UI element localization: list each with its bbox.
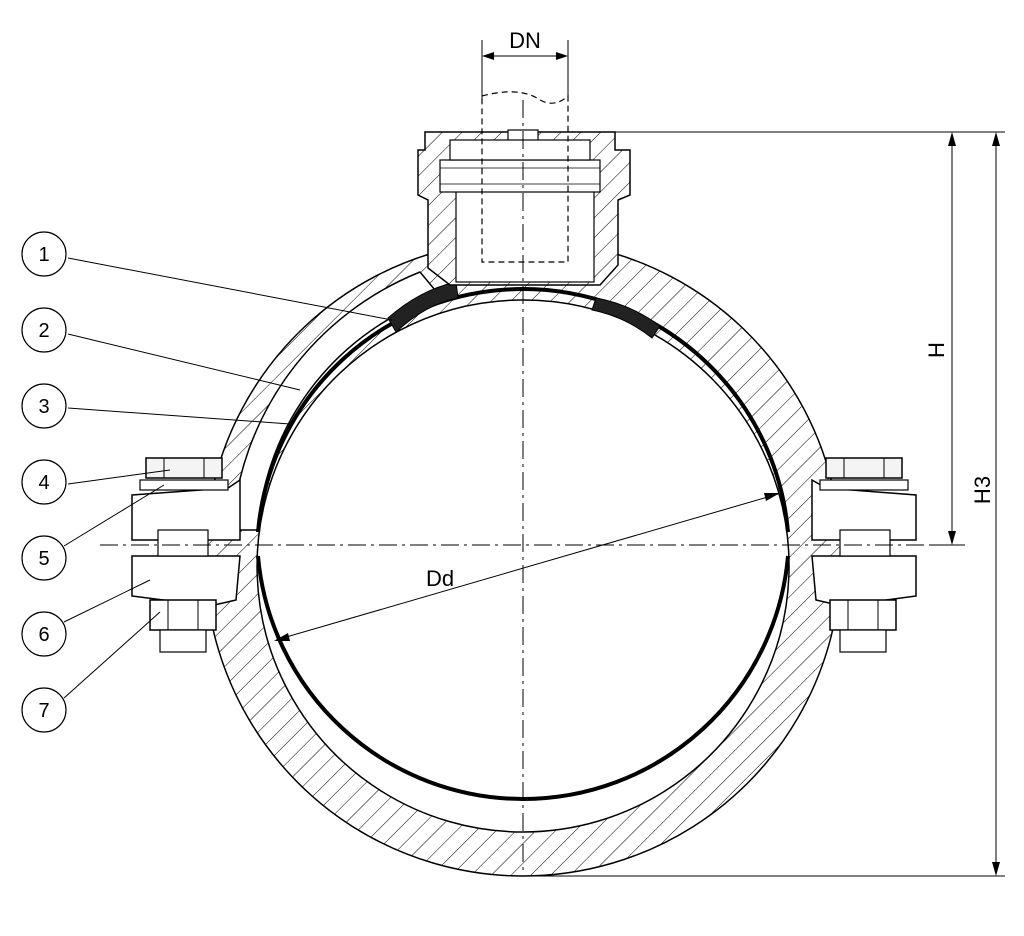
left-nut bbox=[149, 599, 217, 631]
seal-right bbox=[591, 297, 661, 339]
svg-text:7: 7 bbox=[38, 700, 49, 722]
svg-text:6: 6 bbox=[38, 624, 49, 646]
callout-6: 6 bbox=[21, 611, 67, 657]
left-washer bbox=[139, 479, 229, 491]
right-bolt-end bbox=[839, 629, 887, 653]
svg-text:5: 5 bbox=[38, 548, 49, 570]
left-bolt-end bbox=[159, 629, 207, 653]
left-bolt-head bbox=[145, 457, 223, 479]
h-label: H bbox=[924, 342, 949, 358]
left-bolt-shank bbox=[157, 529, 209, 557]
callout-4: 4 bbox=[21, 459, 67, 505]
callout-1: 1 bbox=[21, 231, 67, 277]
callout-5: 5 bbox=[21, 535, 67, 581]
outlet-bore bbox=[455, 189, 595, 283]
right-flange-lower bbox=[811, 555, 917, 607]
outlet-nut-band bbox=[439, 159, 601, 193]
svg-text:3: 3 bbox=[38, 396, 49, 418]
seal-left bbox=[387, 281, 459, 333]
svg-text:4: 4 bbox=[38, 472, 49, 494]
dd-dimension-line bbox=[275, 493, 779, 641]
callout-2: 2 bbox=[21, 307, 67, 353]
dd-label: Dd bbox=[426, 566, 454, 591]
dn-label: DN bbox=[509, 28, 541, 53]
right-nut bbox=[829, 599, 897, 631]
right-washer bbox=[819, 479, 909, 491]
svg-text:2: 2 bbox=[38, 320, 49, 342]
right-bolt-shank bbox=[839, 529, 891, 557]
callout-3: 3 bbox=[21, 383, 67, 429]
svg-text:1: 1 bbox=[38, 244, 49, 266]
callout-7: 7 bbox=[21, 687, 67, 733]
right-bolt-head bbox=[825, 457, 903, 479]
h3-label: H3 bbox=[970, 476, 995, 504]
